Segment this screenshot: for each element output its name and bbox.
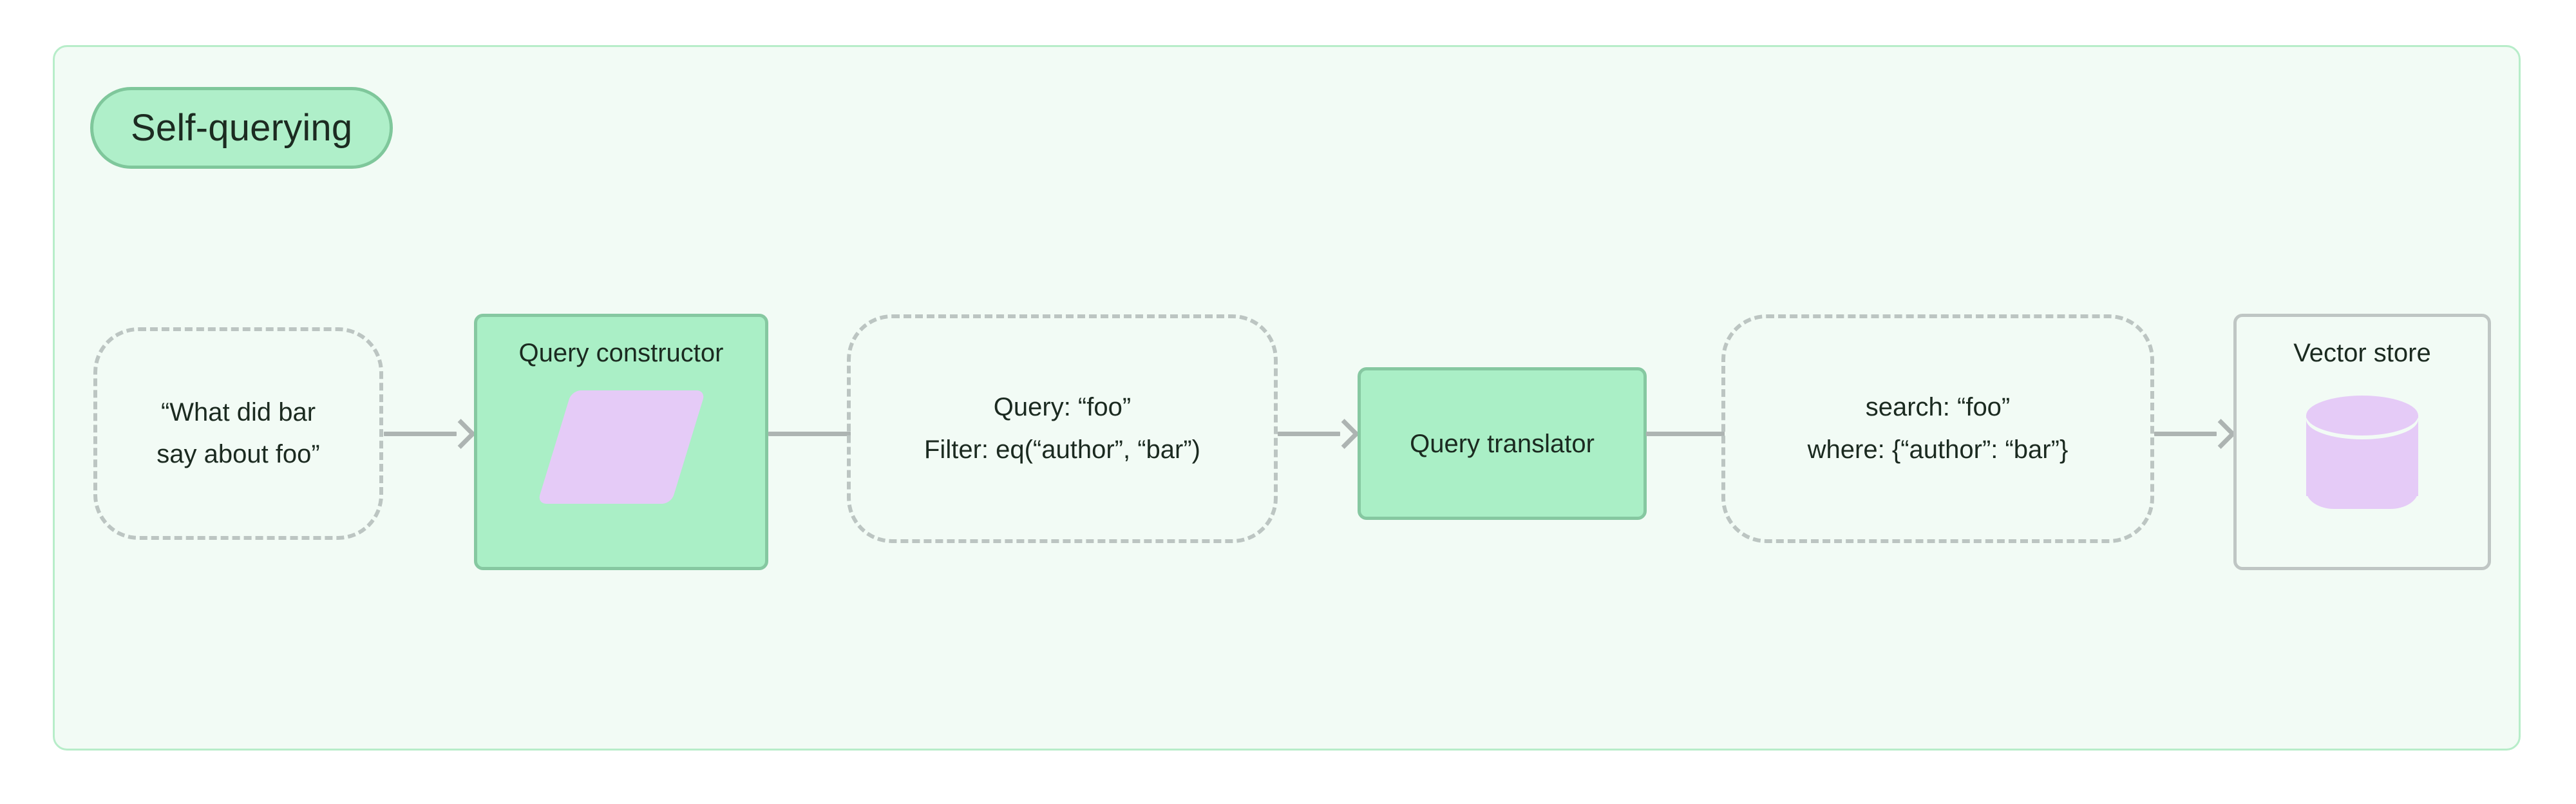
node-query-filter-text: Query: “foo” Filter: eq(“author”, “bar”) [924,393,1200,464]
node-search-where-line-2: where: {“author”: “bar”} [1807,435,2069,464]
node-query-translator[interactable]: Query translator [1358,367,1647,520]
subgraph-container [53,45,2521,751]
node-vector-store[interactable]: Vector store [2233,314,2491,570]
parallelogram-icon [536,390,706,504]
node-search-where[interactable]: search: “foo” where: {“author”: “bar”} [1721,314,2154,543]
node-search-where-line-1: search: “foo” [1865,393,2011,422]
node-question-line-2: say about foo” [156,440,320,468]
node-query-filter-line-2: Filter: eq(“author”, “bar”) [924,435,1200,464]
node-question-text: “What did bar say about foo” [156,397,320,468]
node-vector-store-label: Vector store [2293,339,2431,367]
node-query-filter[interactable]: Query: “foo” Filter: eq(“author”, “bar”) [847,314,1278,543]
cylinder-top [2306,396,2418,436]
node-question[interactable]: “What did bar say about foo” [93,327,383,540]
database-cylinder-icon [2306,396,2418,509]
node-query-filter-line-1: Query: “foo” [993,393,1132,422]
node-question-line-1: “What did bar [160,397,316,426]
node-query-translator-label: Query translator [1410,429,1595,458]
node-query-constructor-label: Query constructor [518,339,724,367]
subgraph-title-badge: Self-querying [90,87,393,169]
cylinder-bottom [2306,472,2418,509]
node-search-where-text: search: “foo” where: {“author”: “bar”} [1807,393,2069,464]
node-query-constructor[interactable]: Query constructor [474,314,768,570]
